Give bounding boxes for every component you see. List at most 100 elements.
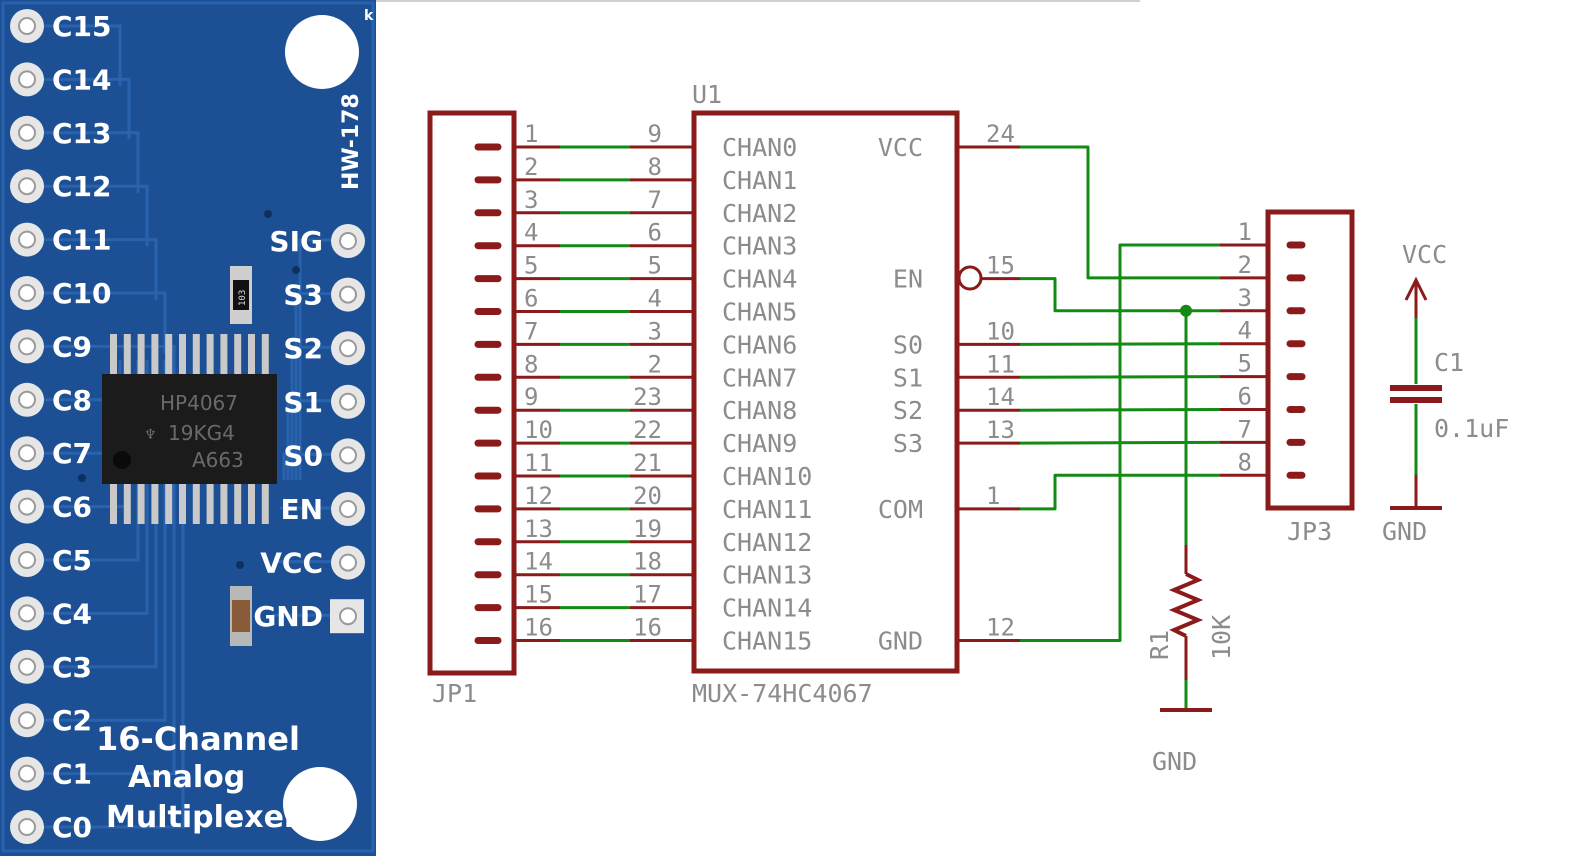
jp3-ref: JP3 [1287,517,1332,546]
net-com [1020,473,1220,511]
jp3-pin-number: 6 [1238,383,1252,411]
u1-pin-number: 23 [633,383,662,411]
jp3-pin-number: 4 [1238,317,1252,345]
u1-pin-number: 2 [648,350,662,378]
board-pin-label-c6: C6 [52,491,92,524]
jp1-ref: JP1 [432,679,477,708]
board-pin-label-c15: C15 [52,10,112,43]
chip-lead [220,484,228,524]
pcb-pad-hole [18,604,36,623]
pcb-trace [30,24,122,86]
jp3-pin-number: 7 [1238,415,1252,443]
r1-gnd-label: GND [1152,747,1197,776]
u1-pin-number: 11 [986,350,1015,378]
resistor-top [233,280,249,310]
pcb-pad-hole [18,711,36,730]
u1-pin-number: 6 [648,219,662,247]
u1-pin-name-chan1: CHAN1 [722,166,797,195]
u1-pin-number: 7 [648,186,662,214]
pcb-pad-hole [339,553,357,572]
u1-pin-number: 13 [986,416,1015,444]
board-pin-label-c1: C1 [52,758,92,791]
jp1-pin-number: 16 [524,614,553,642]
u1-pin-number: 15 [986,252,1015,280]
board-pin-label-gnd: GND [253,600,323,633]
u1-pin-name-chan7: CHAN7 [722,363,797,392]
resistor-code: 103 [238,290,248,306]
smd-capacitor [230,586,252,646]
board-pin-label-c8: C8 [52,384,92,417]
board-pin-label-c4: C4 [52,597,92,630]
en-inversion-bubble [957,265,983,291]
u1-pin-name-s2: S2 [893,396,923,425]
jp3-outline [1265,209,1355,511]
via [292,266,300,274]
u1-pin-name-s0: S0 [893,330,923,359]
u1-pin-name-chan5: CHAN5 [722,298,797,327]
jp1-pin-number: 9 [524,383,538,411]
jp1-pin-number: 4 [524,219,538,247]
jp1-pin-number: 5 [524,252,538,280]
u1-pin-number: 1 [986,482,1000,510]
pcb-trace [30,344,176,360]
chip-line-3: A663 [192,448,244,472]
ti-logo-icon: ♆ [144,427,157,443]
breakout-board: HW-178 k 103 HP4067 ♆ 19KG4 A663 C15C14C… [0,0,376,856]
via [78,474,86,482]
net-gnd [1020,243,1220,642]
jp1-pin-number: 8 [524,350,538,378]
pcb-pad-hole [18,551,36,569]
jp1-pin-number: 2 [524,153,538,181]
u1-pin-name-chan8: CHAN8 [722,396,797,425]
u1-pin-number: 8 [648,153,662,181]
board-pin-label-c10: C10 [52,277,112,310]
pcb-trace [282,452,350,480]
u1-pin-number: 19 [633,515,662,543]
chip-lead [261,484,269,524]
pcb-trace [30,131,140,193]
jp1-pin-number: 7 [524,317,538,345]
chip-lead [206,484,214,524]
jp1-pin-number: 11 [524,449,553,477]
board-pin-label-c2: C2 [52,704,92,737]
pcb-trace [30,77,131,140]
pcb-pad-hole [18,657,36,676]
pin1-mark: k [364,8,374,24]
pcb-trace [30,360,176,776]
mounting-hole-bottom [283,767,357,841]
u1-pin-name-chan10: CHAN10 [722,462,812,491]
chip-lead [123,334,131,374]
board-model-label: HW-178 [339,93,364,190]
pcb-pad-hole [18,497,36,516]
net-vcc [1020,145,1220,280]
u1-pin-name-s3: S3 [893,429,923,458]
chip-line-1: HP4067 [160,391,238,415]
board-pin-label-c11: C11 [52,224,112,257]
pcb-trace [30,238,158,300]
pcb-pad-hole [339,446,357,465]
chip-lead [110,334,117,374]
via [264,210,272,218]
board-pin-label-en: EN [280,493,323,526]
chip-lead [151,334,159,374]
pcb-pad-hole [339,232,357,250]
u1-pin-name-chan3: CHAN3 [722,232,797,261]
chip-lead [248,334,255,374]
pcb-pad-hole [18,390,36,409]
u1-value: MUX-74HC4067 [692,679,873,708]
board-title-line-2: Analog [128,760,245,795]
net-en [1020,277,1220,313]
chip-lead [165,484,173,524]
jp3-pin-number: 2 [1238,251,1252,279]
jp1-outline [427,110,517,676]
r1-value: 10K [1207,615,1236,660]
u1-pin-number: 3 [648,317,662,345]
board-pin-label-c12: C12 [52,170,112,203]
u1-pin-number: 17 [633,581,662,609]
u1-pin-name-chan14: CHAN14 [722,594,812,623]
u1-pin-number: 10 [986,317,1015,345]
u1-pin-number: 5 [648,252,662,280]
c1-capacitor: VCC C1 0.1uF GND [1382,240,1509,546]
